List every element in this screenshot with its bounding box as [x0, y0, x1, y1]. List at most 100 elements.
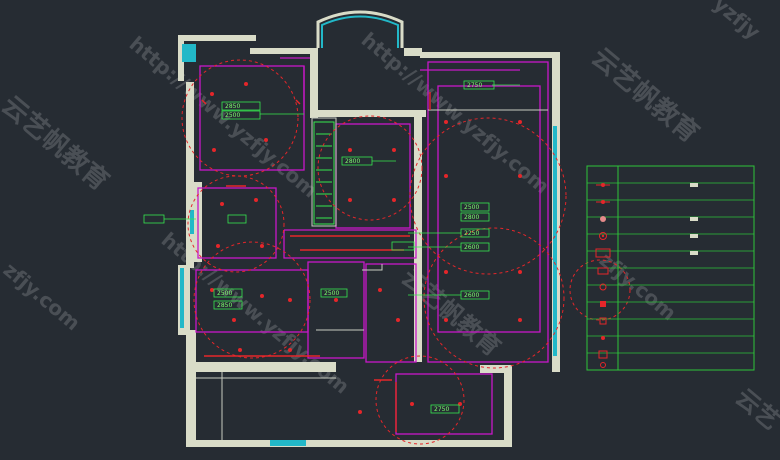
fixture-mark [264, 138, 268, 142]
wall [414, 112, 422, 362]
level-tag: 2800 [464, 214, 479, 221]
watermark-fragment-left: zfjy.com [0, 257, 85, 335]
bay-window [316, 10, 404, 48]
small-level-tags [143, 214, 415, 251]
spot-light [201, 99, 207, 105]
fixture-mark [216, 244, 220, 248]
level-tag: 2750 [467, 82, 482, 89]
fixture-mark [444, 174, 448, 178]
fixture-mark [244, 82, 248, 86]
level-tag-box [460, 202, 490, 212]
level-tag: 2500 [225, 112, 240, 119]
level-tag-box [213, 288, 243, 298]
partition [197, 187, 277, 259]
legend-symbol [600, 362, 606, 368]
fixture-mark [288, 348, 292, 352]
partition [365, 263, 417, 363]
wall [186, 440, 512, 447]
light-radius [187, 175, 285, 273]
fixture-mark [518, 270, 522, 274]
wall [178, 35, 184, 81]
light-radius [409, 117, 567, 275]
wall [316, 110, 426, 117]
level-tag-box [320, 288, 348, 298]
fixture-mark [378, 288, 382, 292]
wall [196, 362, 336, 372]
ceiling-level-text: 2850 2500 2800 2750 2500 2800 2250 2600 … [217, 82, 482, 413]
legend-symbol [599, 283, 607, 291]
level-tag-box [221, 101, 261, 111]
partition [437, 85, 541, 333]
light-radius [423, 227, 565, 369]
wall [480, 365, 510, 373]
detail-lines [196, 109, 548, 440]
level-tag-box [391, 241, 415, 251]
fixture-mark [444, 270, 448, 274]
light-radius [193, 241, 311, 359]
fixture-mark [254, 198, 258, 202]
fixture-mark [334, 298, 338, 302]
bay-window-outline [316, 10, 404, 48]
level-tag-box [143, 214, 165, 224]
fixture-mark [210, 288, 214, 292]
legend-desc-marks [690, 183, 698, 255]
light-radius [317, 115, 423, 221]
wardrobe-hatch [313, 121, 335, 225]
fixture-marks [210, 82, 522, 414]
watermark-fragment-topright: yzfjy [709, 0, 765, 44]
wall [420, 52, 558, 58]
legend-symbols [595, 183, 611, 368]
fixture-mark [518, 120, 522, 124]
window [553, 126, 557, 356]
level-tag-box [460, 212, 490, 222]
watermark-brand-left: 云艺帆教育 [0, 90, 115, 197]
legend-symbol [600, 216, 606, 222]
window-strips [180, 44, 557, 446]
watermark-fragment-center: 云艺帆教育 [396, 263, 506, 362]
watermark-brand-right: 云艺帆教育 [586, 42, 706, 149]
level-tag: 2600 [464, 244, 479, 251]
fixture-mark [444, 120, 448, 124]
fixture-mark [392, 148, 396, 152]
detail-line [311, 117, 337, 227]
legend-table [586, 165, 755, 371]
fixture-mark [348, 198, 352, 202]
level-tag: 2500 [217, 290, 232, 297]
detail-line [362, 264, 383, 271]
fixture-mark [358, 410, 362, 414]
legend-symbol [597, 267, 609, 275]
wall [504, 365, 512, 447]
fixture-mark [518, 318, 522, 322]
level-tag-box [213, 300, 243, 310]
spot-lights [201, 92, 431, 432]
window [180, 268, 184, 328]
fixture-mark [238, 348, 242, 352]
legend-symbol [601, 336, 605, 340]
level-tag: 2800 [345, 158, 360, 165]
level-tag-box [221, 110, 261, 120]
legend-symbol [599, 317, 607, 325]
legend-desc-mark [690, 251, 698, 255]
fixture-mark [392, 198, 396, 202]
legend-symbol [600, 301, 606, 307]
fixture-mark [518, 174, 522, 178]
level-tag-box [430, 404, 460, 414]
legend-rows [587, 182, 754, 354]
legend-symbol [596, 183, 610, 187]
spot-light [295, 99, 301, 105]
level-tag-box [227, 214, 247, 224]
fixture-mark [260, 244, 264, 248]
partition [199, 65, 305, 171]
fixture-mark [288, 298, 292, 302]
fixture-mark [410, 402, 414, 406]
fixture-mark [396, 318, 400, 322]
light-radius [569, 259, 631, 321]
partitions [195, 57, 549, 435]
wall [186, 330, 196, 446]
window [182, 44, 196, 62]
partition [427, 61, 549, 363]
wall [310, 48, 318, 118]
lighting-circles [181, 59, 631, 445]
partition [307, 261, 365, 359]
